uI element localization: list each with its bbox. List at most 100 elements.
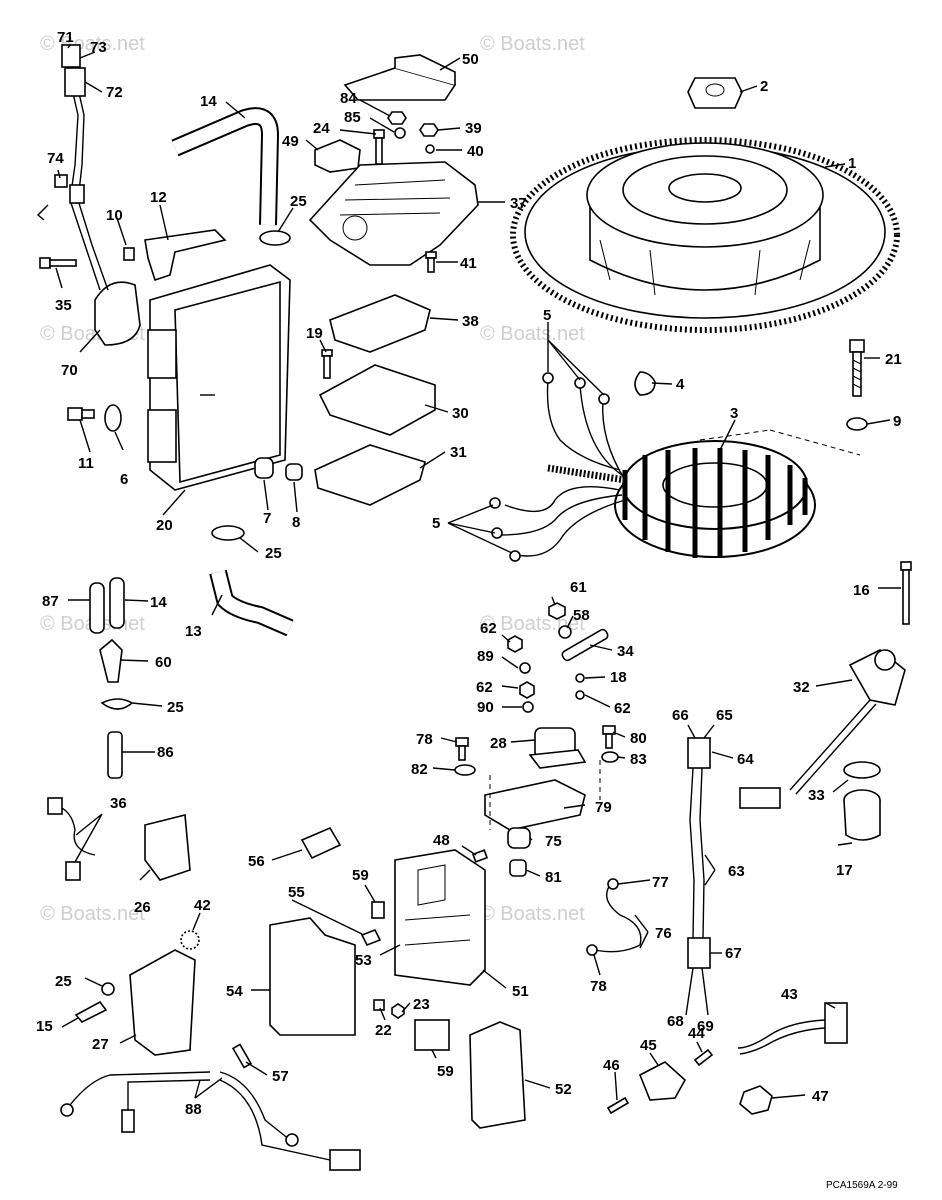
hose-88 bbox=[89, 582, 105, 634]
washer-90-a bbox=[519, 662, 531, 674]
label-25-b: 25 bbox=[265, 545, 282, 562]
label-75: 74 bbox=[47, 150, 64, 167]
label-47: 46 bbox=[603, 1057, 620, 1074]
grommet-7 bbox=[254, 457, 274, 479]
leader-lines bbox=[55, 44, 901, 1101]
label-86: 85 bbox=[344, 109, 361, 126]
washer-86 bbox=[394, 127, 406, 139]
label-78-a: 77 bbox=[652, 874, 669, 891]
clamp-25-b bbox=[211, 525, 245, 541]
part-50 bbox=[314, 139, 361, 173]
nut-62-a bbox=[548, 602, 566, 620]
label-58: 57 bbox=[272, 1068, 289, 1085]
screw-49 bbox=[471, 849, 489, 863]
label-22: 22 bbox=[375, 1022, 392, 1039]
clamp-25-a bbox=[259, 230, 291, 246]
label-24: 24 bbox=[313, 120, 330, 137]
module-71 bbox=[36, 44, 141, 346]
watermark-7: © Boats.net bbox=[40, 903, 145, 925]
label-2: 2 bbox=[760, 78, 768, 95]
label-56: 55 bbox=[288, 884, 305, 901]
label-55: 54 bbox=[226, 983, 243, 1000]
screw-24 bbox=[373, 129, 385, 165]
washer-9 bbox=[846, 417, 868, 431]
label-80: 79 bbox=[595, 799, 612, 816]
nut-23 bbox=[391, 1003, 405, 1019]
label-73: 72 bbox=[106, 84, 123, 101]
label-63: 62 bbox=[614, 700, 631, 717]
label-19: 19 bbox=[306, 325, 323, 342]
label-46: 45 bbox=[640, 1037, 657, 1054]
connector-46 bbox=[638, 1061, 687, 1101]
screw-11 bbox=[67, 407, 95, 421]
label-67: 66 bbox=[672, 707, 689, 724]
label-69: 68 bbox=[667, 1013, 684, 1030]
label-32: 31 bbox=[450, 444, 467, 461]
label-62-b: 62 bbox=[480, 620, 497, 637]
label-71: 70 bbox=[61, 362, 78, 379]
label-68: 67 bbox=[725, 945, 742, 962]
label-41: 40 bbox=[467, 143, 484, 160]
screw-10 bbox=[123, 247, 135, 261]
label-84: 83 bbox=[630, 751, 647, 768]
wire-77 bbox=[586, 878, 642, 956]
screw-81 bbox=[602, 725, 616, 749]
label-49: 48 bbox=[433, 832, 450, 849]
label-88: 87 bbox=[42, 593, 59, 610]
label-48: 47 bbox=[812, 1088, 829, 1105]
label-34: 33 bbox=[808, 787, 825, 804]
label-74: 73 bbox=[90, 39, 107, 56]
label-89: 88 bbox=[185, 1101, 202, 1118]
nut-85 bbox=[387, 111, 407, 125]
label-10: 10 bbox=[106, 207, 123, 224]
label-62-c: 62 bbox=[476, 679, 493, 696]
washer-63 bbox=[575, 690, 585, 700]
label-38: 37 bbox=[510, 195, 527, 212]
label-12: 12 bbox=[150, 189, 167, 206]
washer-34 bbox=[843, 761, 881, 779]
label-3: 3 bbox=[730, 405, 738, 422]
screw-22 bbox=[373, 999, 385, 1011]
cover-51 bbox=[343, 54, 457, 101]
gasket-53 bbox=[469, 1021, 526, 1129]
label-6: 6 bbox=[120, 471, 128, 488]
screw-19 bbox=[321, 349, 333, 379]
label-15: 15 bbox=[36, 1018, 53, 1035]
label-52: 51 bbox=[512, 983, 529, 1000]
label-66: 65 bbox=[716, 707, 733, 724]
stator-leads bbox=[489, 372, 626, 562]
gasket-32 bbox=[314, 444, 426, 506]
label-23: 23 bbox=[413, 996, 430, 1013]
label-1: 1 bbox=[848, 155, 856, 172]
screw-79 bbox=[455, 737, 469, 761]
hose-87 bbox=[107, 731, 123, 779]
nut-62-b bbox=[507, 635, 523, 653]
label-14-a: 14 bbox=[200, 93, 217, 110]
label-45: 44 bbox=[688, 1025, 705, 1042]
power-pack-20 bbox=[147, 264, 291, 491]
washer-84 bbox=[601, 751, 619, 763]
label-76: 75 bbox=[545, 833, 562, 850]
label-51: 50 bbox=[462, 51, 479, 68]
plate-80 bbox=[484, 779, 586, 831]
label-72: 71 bbox=[57, 29, 74, 46]
cables-89 bbox=[60, 1071, 361, 1171]
label-54: 53 bbox=[355, 952, 372, 969]
label-36: 35 bbox=[55, 297, 72, 314]
label-43: 42 bbox=[194, 897, 211, 914]
link-35 bbox=[561, 628, 609, 662]
label-90-b: 90 bbox=[477, 699, 494, 716]
label-90-a: 89 bbox=[477, 648, 494, 665]
label-28: 27 bbox=[92, 1036, 109, 1053]
watermark-4: © Boats.net bbox=[480, 323, 585, 345]
label-53: 52 bbox=[555, 1081, 572, 1098]
label-5-b: 5 bbox=[432, 515, 440, 532]
label-8: 8 bbox=[292, 514, 300, 531]
label-61: 60 bbox=[155, 654, 172, 671]
label-16: 16 bbox=[853, 582, 870, 599]
bracket-12 bbox=[144, 229, 227, 282]
screw-16 bbox=[900, 561, 912, 625]
watermark-8: © Boats.net bbox=[480, 903, 585, 925]
gear-43 bbox=[180, 930, 200, 950]
bushing-8 bbox=[285, 463, 303, 481]
